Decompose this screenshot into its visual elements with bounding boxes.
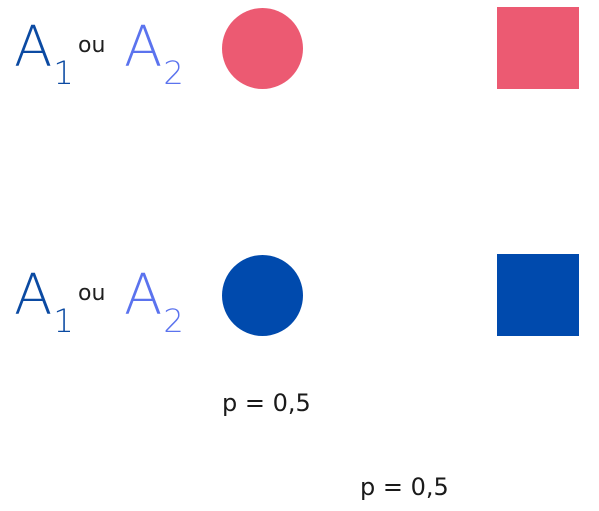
a1-term: A1	[14, 263, 74, 341]
probability-label-1: p = 0,5	[222, 389, 311, 417]
a1-letter: A	[14, 15, 52, 80]
event-label-row-2: A1 ou A2	[14, 263, 204, 341]
a1-letter: A	[14, 263, 52, 328]
blue-square	[497, 254, 579, 336]
a2-term: A2	[124, 263, 184, 341]
a2-letter: A	[124, 15, 162, 80]
probability-label-2: p = 0,5	[360, 473, 449, 501]
a1-subscript: 1	[53, 302, 73, 340]
pink-square	[497, 7, 579, 89]
a2-subscript: 2	[163, 54, 183, 92]
a2-letter: A	[124, 263, 162, 328]
event-label-row-1: A1 ou A2	[14, 15, 204, 93]
ou-connector: ou	[78, 33, 106, 58]
pink-circle	[222, 8, 303, 89]
a1-subscript: 1	[53, 54, 73, 92]
blue-circle	[222, 255, 303, 336]
ou-connector: ou	[78, 281, 106, 306]
a2-term: A2	[124, 15, 184, 93]
a2-subscript: 2	[163, 302, 183, 340]
a1-term: A1	[14, 15, 74, 93]
